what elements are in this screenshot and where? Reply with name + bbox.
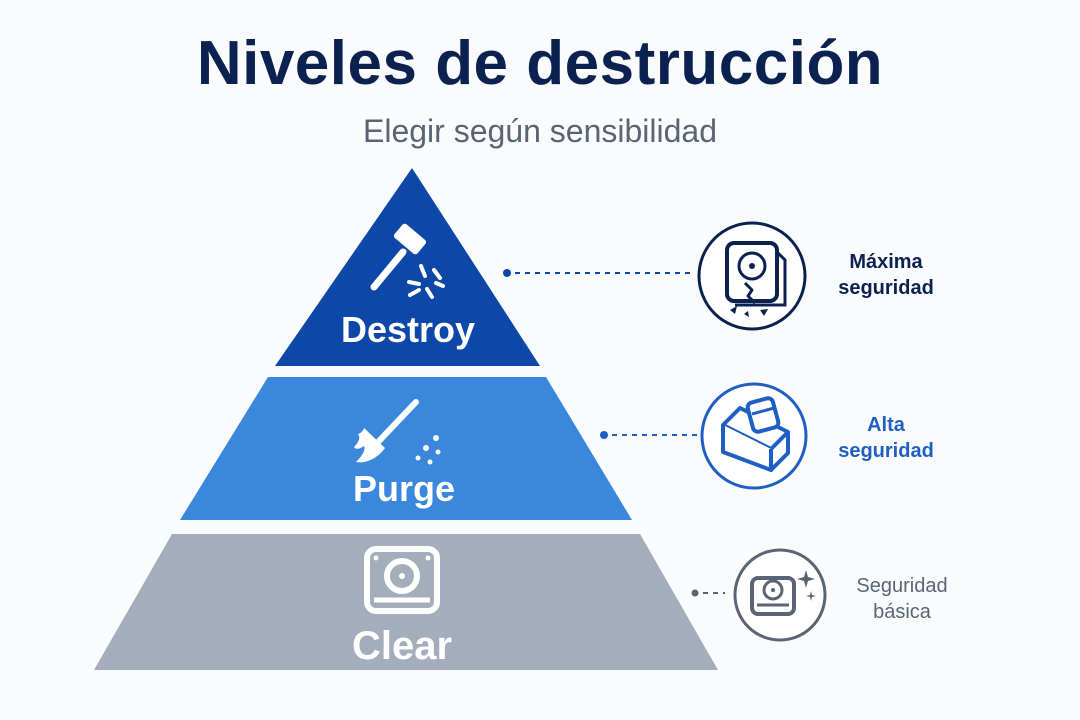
tier-label-destroy: Destroy [341, 309, 475, 350]
connector-clear [691, 589, 725, 597]
security-label-basica-line2: básica [873, 601, 931, 623]
broken-disk-icon [697, 221, 807, 331]
tier-destroy [275, 168, 540, 366]
security-label-maxima: Máxima seguridad [826, 249, 946, 301]
disk-icon [364, 546, 440, 614]
tier-purge [180, 377, 632, 520]
security-label-alta: Alta seguridad [824, 412, 948, 464]
tier-label-purge: Purge [353, 468, 455, 509]
tier-label-clear: Clear [352, 624, 452, 668]
security-label-maxima-line2: seguridad [838, 277, 934, 299]
erased-disk-icon [700, 382, 808, 490]
page-title: Niveles de destrucción [196, 29, 884, 98]
security-label-basica: Seguridad básica [838, 573, 966, 625]
broom-icon [354, 399, 441, 465]
security-label-alta-line1: Alta [867, 414, 905, 436]
security-label-alta-line2: seguridad [838, 440, 934, 462]
page-subtitle: Elegir según sensibilidad [363, 113, 717, 149]
connector-destroy [503, 269, 695, 277]
security-label-maxima-line1: Máxima [849, 251, 923, 273]
sparkle-disk-icon [733, 548, 827, 642]
connector-purge [600, 431, 697, 439]
hammer-icon [370, 223, 445, 299]
security-label-basica-line1: Seguridad [856, 575, 948, 597]
